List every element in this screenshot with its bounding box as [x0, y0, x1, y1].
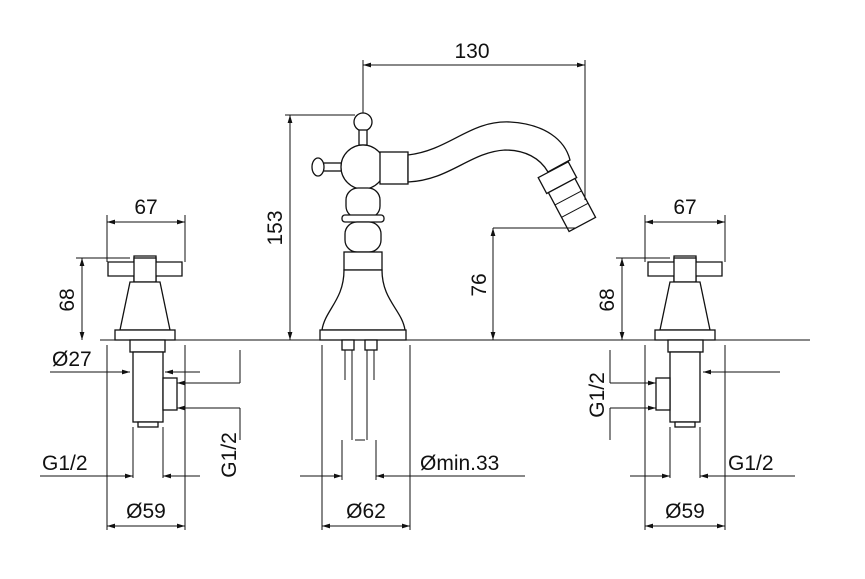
left-valve — [107, 255, 183, 428]
right-handle-height-label: 68 — [596, 288, 619, 311]
bidet-mixer-body — [311, 112, 597, 441]
left-dimensions: 67 68 Ø27 G1/2 G1/2 Ø59 — [40, 196, 241, 530]
right-dimensions: 67 68 G1/2 G1/2 Ø59 — [586, 196, 795, 530]
right-base-diameter-label: Ø59 — [665, 500, 705, 523]
spout-outlet-height-label: 76 — [468, 273, 491, 296]
hole-min-diameter-label: Ømin.33 — [420, 452, 499, 475]
right-handle-width-label: 67 — [673, 196, 696, 219]
left-handle-height-label: 68 — [56, 288, 79, 311]
mixer-base-diameter-label: Ø62 — [346, 500, 386, 523]
left-shank-diameter-label: Ø27 — [52, 348, 92, 371]
left-handle-width-label: 67 — [134, 196, 157, 219]
left-base-diameter-label: Ø59 — [126, 500, 166, 523]
right-outlet-thread-label: G1/2 — [586, 372, 609, 418]
right-valve — [647, 255, 723, 428]
spout-reach-label: 130 — [454, 40, 489, 63]
left-outlet-thread-label: G1/2 — [218, 432, 241, 478]
mixer-height-label: 153 — [264, 210, 287, 245]
right-connection-thread-label: G1/2 — [728, 452, 774, 475]
center-dimensions: 130 153 76 Ø62 Ømin.33 — [264, 40, 586, 530]
left-connection-thread-label: G1/2 — [42, 452, 88, 475]
